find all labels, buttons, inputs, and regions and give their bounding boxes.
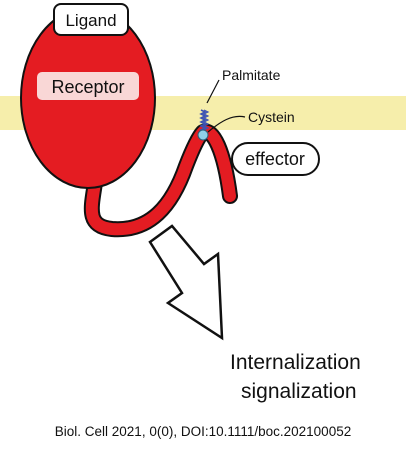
receptor-label-bg bbox=[37, 72, 139, 100]
palmitate-pointer bbox=[206, 79, 220, 104]
outcome-label-line2: signalization bbox=[241, 380, 357, 403]
cysteine-label: Cystein bbox=[248, 109, 295, 125]
outcome-label-line1: Internalization bbox=[230, 351, 361, 374]
palmitate-chain bbox=[199, 109, 207, 133]
effector-box bbox=[231, 142, 320, 176]
ligand-box bbox=[53, 3, 129, 36]
receptor-label: Receptor bbox=[51, 77, 124, 97]
palmitate-chain-2 bbox=[202, 109, 210, 131]
cysteine-pointer bbox=[207, 115, 246, 133]
citation: Biol. Cell 2021, 0(0), DOI:10.1111/boc.2… bbox=[54, 424, 352, 439]
effector-label: effector bbox=[245, 149, 305, 169]
receptor-tail-fill bbox=[85, 125, 236, 236]
cysteine-residue bbox=[197, 129, 209, 141]
ligand-label: Ligand bbox=[65, 11, 116, 30]
outcome-arrow bbox=[148, 224, 224, 341]
palmitate-label: Palmitate bbox=[222, 67, 281, 83]
